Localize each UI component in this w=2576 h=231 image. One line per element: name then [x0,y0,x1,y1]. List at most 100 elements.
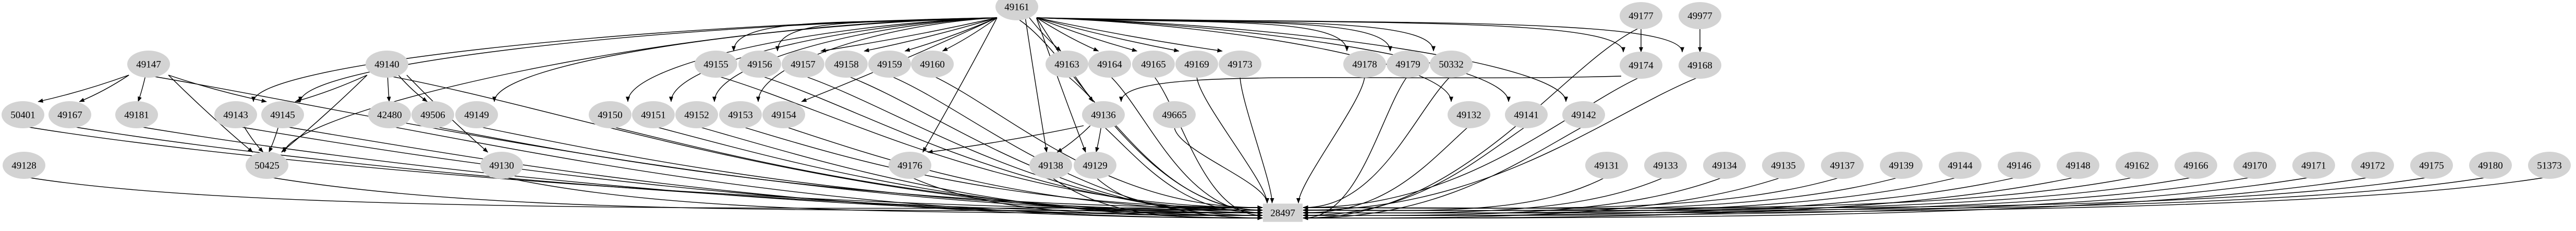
edge-49149-28497 [476,126,1263,213]
edge-49161-49149 [492,17,998,102]
node-label-49130: 49130 [489,161,514,172]
node-shape-49155 [695,51,737,78]
node-49156: 49156 [738,51,781,78]
node-label-49161: 49161 [1004,2,1029,13]
node-49180: 49180 [2469,152,2512,179]
edge-49181-28497 [136,126,1263,218]
node-label-49171: 49171 [2301,161,2326,172]
edge-49162-28497 [1303,176,2137,210]
node-shape-49161 [995,0,1038,20]
node-shape-49162 [2116,152,2158,179]
node-49148: 49148 [2057,152,2099,179]
node-label-49179: 49179 [1395,59,1420,70]
node-shape-49135 [1762,152,1805,179]
edge-51373-28497 [1303,176,2550,215]
node-shape-49169 [1175,51,1218,78]
edge-49161-49165 [1036,17,1138,52]
edge-49161-49176 [922,17,998,153]
edge-49161-49164 [1036,17,1099,52]
node-label-49154: 49154 [771,110,796,121]
edge-49160-28497 [932,75,1263,210]
node-shape-49164 [1088,51,1131,78]
edge-50401-28497 [22,126,1263,213]
node-49138: 49138 [1029,152,1072,179]
node-49135: 49135 [1762,152,1805,179]
node-49179: 49179 [1387,51,1429,78]
node-shape-49177 [1620,2,1662,29]
edge-49138-28497 [1050,176,1263,221]
node-49128: 49128 [3,152,45,179]
edge-49168-28497 [1303,76,1700,213]
edge-49140-49145 [295,75,368,103]
node-49134: 49134 [1703,152,1746,179]
node-49170: 49170 [2233,152,2276,179]
node-label-50425: 50425 [254,161,280,172]
edge-49142-28497 [1303,126,1584,221]
node-label-49180: 49180 [2478,161,2503,172]
node-shape-49133 [1644,152,1687,179]
edge-49147-50425 [168,75,253,153]
node-shape-49172 [2351,152,2394,179]
node-shape-49163 [1046,51,1088,78]
node-label-49977: 49977 [1687,11,1712,22]
node-shape-49158 [825,51,868,78]
edge-49147-50401 [38,75,129,103]
node-49169: 49169 [1175,51,1218,78]
node-label-49134: 49134 [1712,161,1737,172]
node-49153: 49153 [719,101,762,128]
node-49977: 49977 [1679,2,1721,29]
edge-50332-28497 [1303,75,1452,210]
node-label-49144: 49144 [1948,161,1973,172]
edge-49665-28497 [1174,126,1269,203]
node-51373: 51373 [2528,152,2571,179]
node-shape-49136 [1082,101,1125,128]
edge-49136-49129 [1095,125,1102,153]
node-49152: 49152 [675,101,718,128]
node-label-49150: 49150 [598,110,623,121]
node-shape-49665 [1153,101,1196,128]
node-shape-50332 [1430,51,1473,78]
node-49155: 49155 [695,51,737,78]
node-49161: 49161 [995,0,1038,20]
node-label-49148: 49148 [2065,161,2091,172]
edge-49161-49158 [864,17,998,53]
node-49174: 49174 [1620,52,1662,79]
node-label-49159: 49159 [877,59,902,70]
edge-49136-49138 [1056,125,1091,153]
node-shape-49142 [1562,101,1605,128]
node-label-49169: 49169 [1184,59,1209,70]
node-label-49170: 49170 [2242,161,2267,172]
node-shape-49151 [632,101,675,128]
edge-49178-28497 [1296,75,1365,203]
node-shape-49146 [1998,152,2040,179]
node-49158: 49158 [825,51,868,78]
node-49132: 49132 [1448,101,1490,128]
node-49149: 49149 [455,101,498,128]
edge-49177-28497 [1303,27,1642,221]
node-shape-49175 [2410,152,2453,179]
node-shape-49181 [115,101,158,128]
node-shape-49154 [762,101,805,128]
edge-49161-49160 [942,17,998,52]
edge-49145-50425 [268,125,280,153]
node-label-49156: 49156 [747,59,772,70]
node-label-49175: 49175 [2419,161,2444,172]
node-label-49177: 49177 [1629,11,1654,22]
edge-layer [22,17,2550,221]
node-label-49145: 49145 [270,110,295,121]
edge-49147-49167 [79,75,129,102]
edge-49132-28497 [1303,126,1469,215]
edge-49161-49157 [820,17,998,53]
edge-49161-49143 [251,17,998,102]
node-label-49137: 49137 [1830,161,1855,172]
node-label-49164: 49164 [1097,59,1122,70]
node-49143: 49143 [214,101,257,128]
node-label-49153: 49153 [728,110,753,121]
node-label-49168: 49168 [1687,60,1712,71]
node-label-49160: 49160 [920,59,945,70]
node-label-28497: 28497 [1270,208,1295,219]
node-label-49152: 49152 [684,110,709,121]
node-shape-49176 [889,152,931,179]
